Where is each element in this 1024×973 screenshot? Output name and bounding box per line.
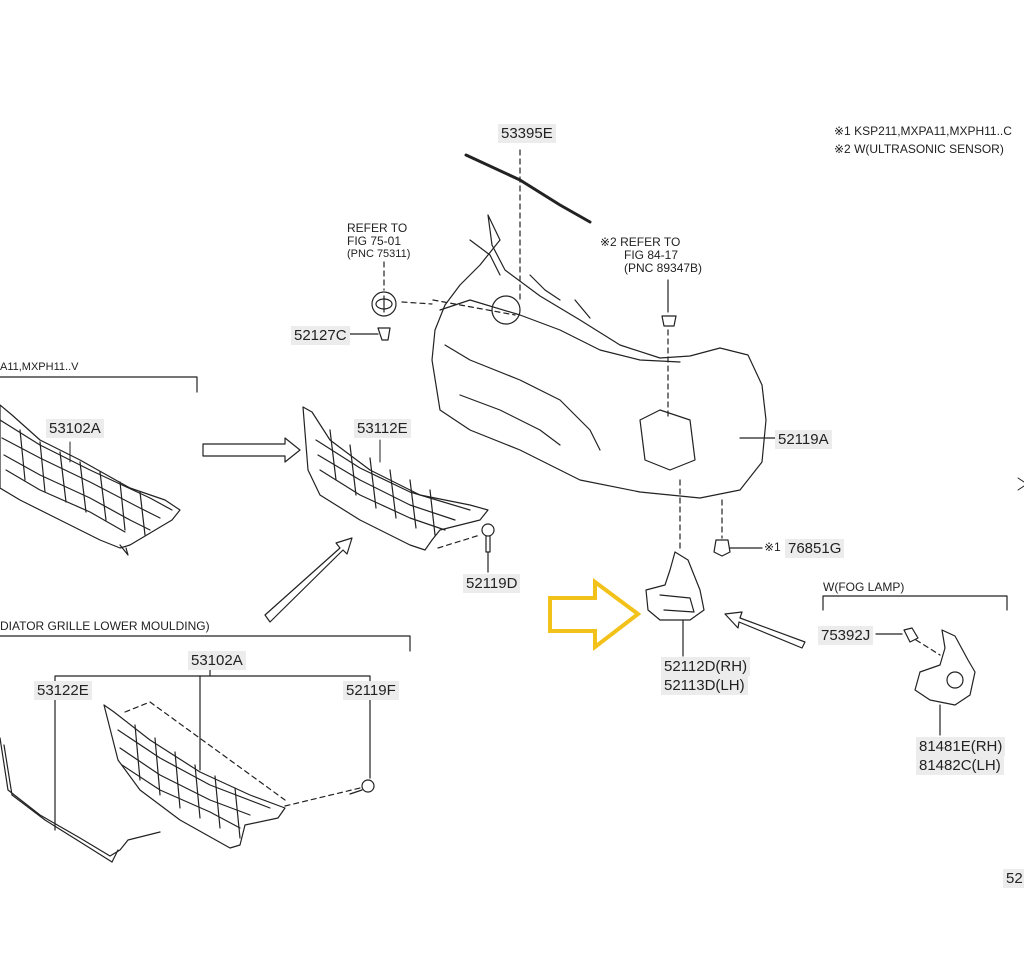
group-bracket-fog <box>822 595 1008 611</box>
part-label-52119D[interactable]: 52119D <box>463 574 521 593</box>
part-label-75392J[interactable]: 75392J <box>818 626 874 645</box>
part-label-52119F[interactable]: 52119F <box>343 681 399 700</box>
bumper-cover <box>431 214 767 499</box>
part-label-52127C[interactable]: 52127C <box>291 326 350 345</box>
fog-bezel <box>645 551 705 621</box>
part-label-53102A-top[interactable]: 53102A <box>46 419 104 438</box>
sensor-clip <box>661 315 677 327</box>
clip-52127C <box>377 327 391 341</box>
clip-75392J <box>903 627 919 643</box>
middle-grille <box>302 406 489 551</box>
upper-grille-left <box>0 404 181 556</box>
part-label-52119A[interactable]: 52119A <box>775 430 832 449</box>
clip-76851G <box>713 539 731 557</box>
part-label-53102A-lower[interactable]: 53102A <box>188 651 246 670</box>
group-label-fog: W(FOG LAMP) <box>823 580 905 594</box>
refer-note-sensor: ※2 REFER TO FIG 84-17 (PNC 89347B) <box>600 235 703 275</box>
strip-53395E <box>464 153 592 224</box>
part-label-52113D[interactable]: 52113D(LH) <box>661 676 748 695</box>
group-bracket-top-left <box>0 376 198 393</box>
page-reference: 52 <box>1003 869 1024 888</box>
group-label-lower: DIATOR GRILLE LOWER MOULDING) <box>0 619 210 633</box>
screw-52119D <box>481 523 495 573</box>
group-label-top-left: A11,MXPH11..V <box>0 361 79 373</box>
mark-76851G: ※1 <box>764 540 781 554</box>
part-label-81481E[interactable]: 81481E(RH) <box>916 737 1006 756</box>
group-bracket-lower <box>0 635 411 652</box>
part-label-81482C[interactable]: 81482C(LH) <box>916 756 1004 775</box>
screw-52119F <box>349 779 375 795</box>
part-label-53122E[interactable]: 53122E <box>34 681 92 700</box>
arrow-right-outline <box>202 437 301 463</box>
part-label-53395E[interactable]: 53395E <box>498 124 556 143</box>
emblem <box>371 291 397 317</box>
part-label-52112D[interactable]: 52112D(RH) <box>661 657 751 676</box>
lower-grille <box>103 701 286 849</box>
arrow-diagonal-outline <box>264 537 353 623</box>
arrow-from-foglamp <box>724 611 806 649</box>
part-label-76851G[interactable]: 76851G <box>785 539 845 558</box>
footnote-1: ※1 KSP211,MXPA11,MXPH11..C <box>834 124 1012 138</box>
part-label-53112E[interactable]: 53112E <box>354 419 411 438</box>
refer-note-emblem: REFER TO FIG 75-01 (PNC 75311) <box>347 221 411 261</box>
lower-moulding-strip <box>0 737 161 863</box>
highlight-arrow <box>548 578 642 652</box>
fog-lamp-cover <box>914 629 976 706</box>
footnote-2: ※2 W(ULTRASONIC SENSOR) <box>834 142 1004 156</box>
